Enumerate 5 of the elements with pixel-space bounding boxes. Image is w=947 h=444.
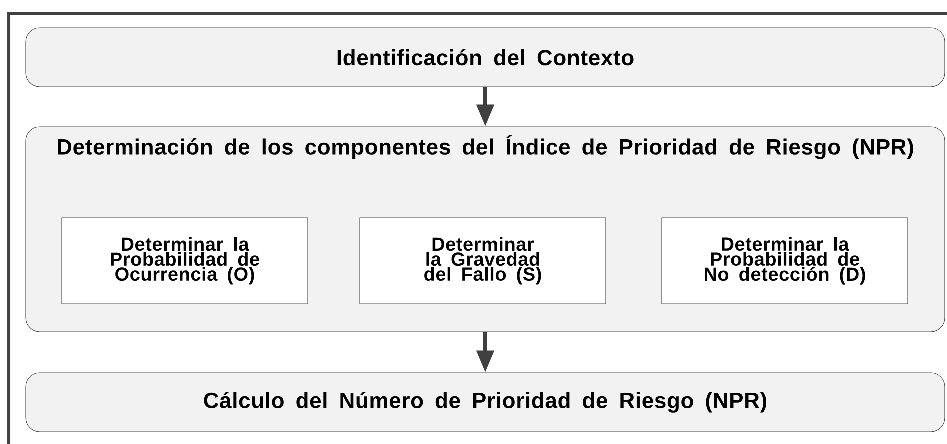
process-box: Identificación del Contexto bbox=[26, 28, 946, 88]
process-box: Cálculo del Número de Prioridad de Riesgo (NPR) bbox=[26, 372, 946, 432]
step-box: Determinar la Gravedad del Fallo (S) bbox=[360, 218, 606, 304]
step-box: Determinar la Probabilidad de Ocurrencia (O) bbox=[62, 218, 308, 304]
step-box: Determinar la Probabilidad de No detección (D) bbox=[662, 218, 908, 304]
